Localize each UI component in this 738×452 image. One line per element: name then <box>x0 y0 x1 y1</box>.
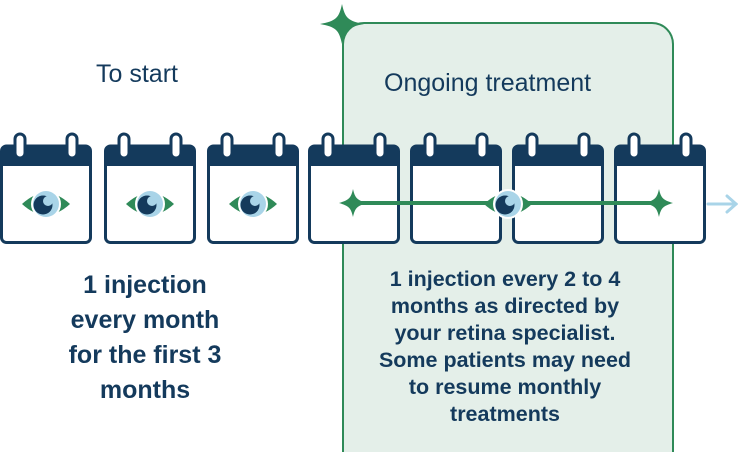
start-description-line: 1 injection <box>83 271 207 299</box>
calendar-icon <box>0 132 92 244</box>
ongoing-description-line: treatments <box>450 402 560 426</box>
arrow-right-icon <box>706 194 738 214</box>
calendar-icon <box>104 132 196 244</box>
start-description-line: for the first 3 <box>68 341 222 369</box>
calendar-icon <box>410 132 502 244</box>
calendar-icon <box>512 132 604 244</box>
calendar-icon <box>207 132 299 244</box>
sparkle-icon <box>339 189 367 217</box>
start-description-line: months <box>99 376 191 404</box>
start-description: 1 injection every month for the first 3 mon… <box>20 268 270 408</box>
eye-icon <box>229 189 277 219</box>
ongoing-description-line: Some patients may need <box>378 348 632 372</box>
eye-icon <box>484 189 532 219</box>
sparkle-icon <box>645 189 673 217</box>
eye-icon <box>22 189 70 219</box>
ongoing-description: 1 injection every 2 to 4 months as direct… <box>346 266 664 428</box>
ongoing-treatment-heading: Ongoing treatment <box>384 69 592 97</box>
sparkle-icon <box>320 4 364 44</box>
ongoing-description-line: to resume monthly <box>408 375 602 399</box>
ongoing-description-line: 1 injection every 2 to 4 <box>389 267 621 291</box>
ongoing-description-line: months as directed by <box>390 294 620 318</box>
ongoing-description-line: your retina specialist. <box>394 321 616 345</box>
calendar-icon <box>308 132 400 244</box>
eye-icon <box>126 189 174 219</box>
eye-icon-group <box>22 189 532 219</box>
calendar-row <box>0 132 706 244</box>
calendar-icon <box>614 132 706 244</box>
start-description-line: every month <box>70 306 220 334</box>
to-start-heading: To start <box>96 60 178 88</box>
